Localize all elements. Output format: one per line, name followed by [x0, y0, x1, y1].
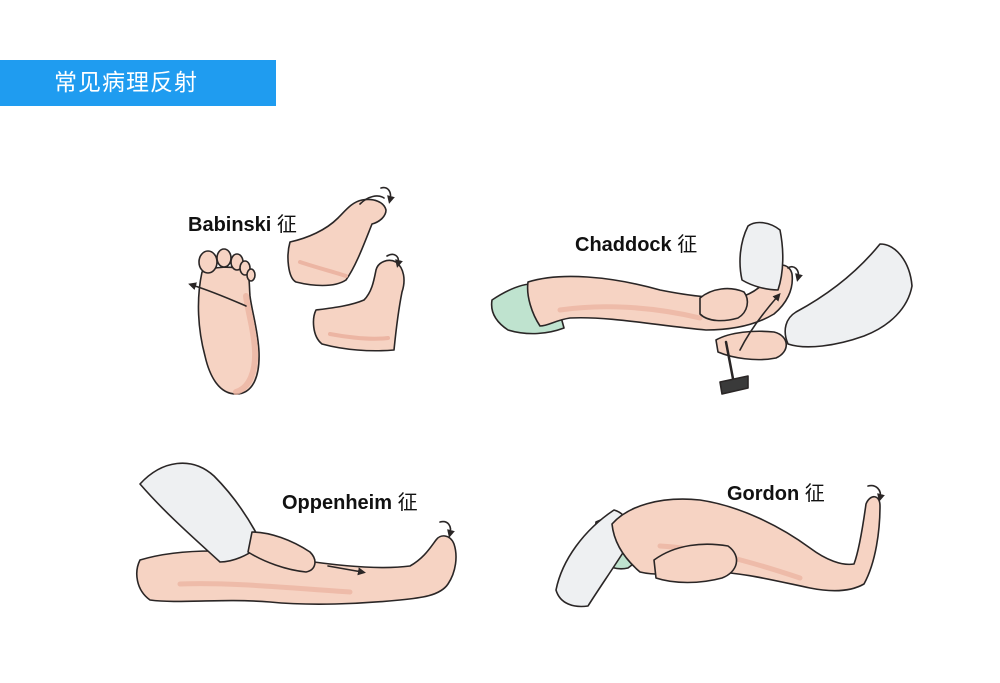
foot-sole — [197, 248, 260, 395]
babinski-label: Babinski 征 — [188, 208, 297, 237]
babinski-illustration — [188, 186, 405, 395]
stroke-arrow-icon — [327, 565, 366, 576]
chaddock-illustration — [490, 221, 913, 395]
gordon-illustration — [555, 484, 885, 608]
hand-with-hammer — [715, 330, 788, 361]
reflex-hammer-icon — [719, 340, 749, 395]
hand-holding-foot — [699, 287, 749, 322]
toe-flex-arrow-icon — [386, 253, 403, 268]
babinski-name: Babinski — [188, 214, 272, 236]
stroke-arrow-icon — [739, 292, 781, 351]
doctor-sleeve-lower — [784, 243, 913, 348]
chaddock-label: Chaddock 征 — [575, 228, 697, 257]
examiner-hand — [247, 531, 316, 573]
doctor-sleeve — [139, 462, 263, 563]
stroke-arrow-icon — [188, 282, 247, 307]
title-banner: 常见病理反射 — [0, 60, 276, 106]
foot-dorsiflexed-lower — [312, 259, 405, 352]
babinski-suffix: 征 — [276, 212, 297, 236]
toe-flex-arrow-icon — [867, 484, 885, 502]
toe-flex-arrow-icon — [439, 520, 455, 538]
page-title: 常见病理反射 — [54, 70, 198, 96]
oppenheim-illustration — [136, 462, 457, 605]
leg — [611, 495, 881, 592]
examiner-hand — [653, 543, 738, 584]
oppenheim-label: Oppenheim 征 — [282, 486, 418, 515]
gordon-label: Gordon 征 — [727, 477, 825, 506]
chaddock-suffix: 征 — [677, 232, 698, 256]
toe-flex-arrow-icon — [380, 186, 395, 204]
gordon-name: Gordon — [727, 483, 800, 505]
chaddock-name: Chaddock — [575, 234, 672, 256]
oppenheim-name: Oppenheim — [282, 492, 393, 514]
oppenheim-suffix: 征 — [397, 490, 418, 514]
doctor-sleeve-upper — [739, 221, 784, 291]
toe-flex-arrow-icon — [787, 265, 803, 282]
foot-dorsiflexed-upper — [287, 195, 387, 287]
gordon-suffix: 征 — [804, 481, 825, 505]
